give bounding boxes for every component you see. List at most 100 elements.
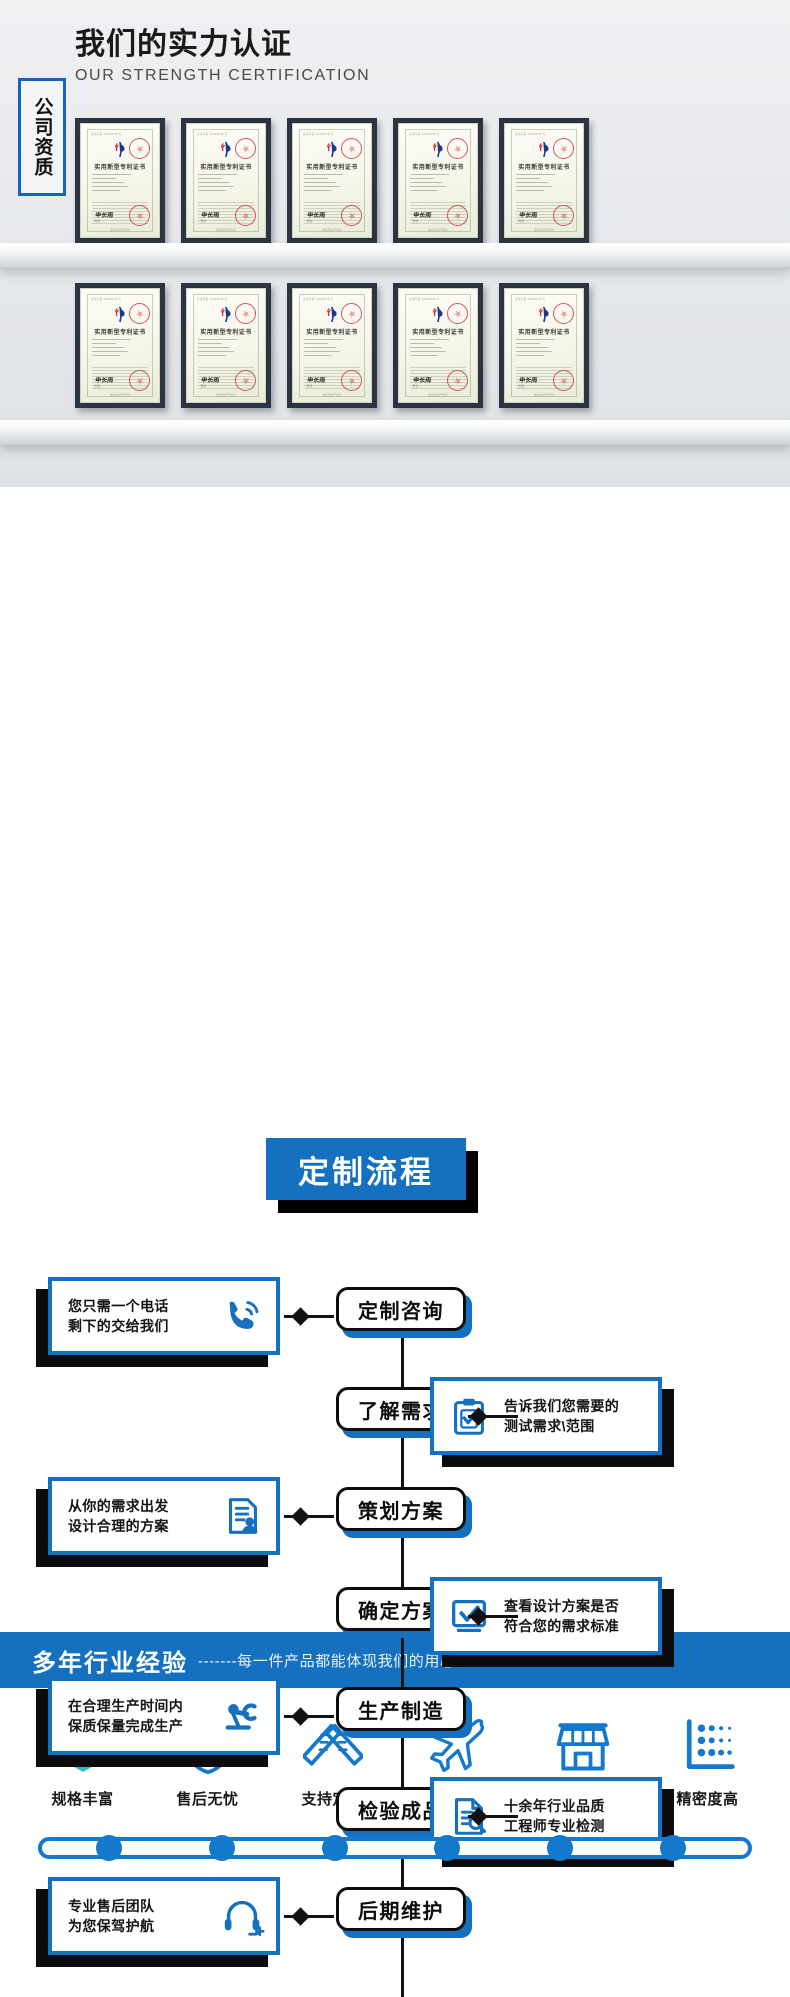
certificate-border-ornament — [405, 129, 471, 232]
certificate-field-lines — [516, 339, 572, 359]
process-step-label: 后期维护 — [358, 1900, 444, 1923]
process-connector — [468, 1815, 518, 1818]
certificate-field-lines — [410, 339, 466, 359]
certificate-title: 实用新型专利证书 — [94, 165, 146, 171]
process-card-line2: 设计合理的方案 — [68, 1518, 169, 1534]
process-card-document-person[interactable]: 从你的需求出发设计合理的方案 — [36, 1477, 280, 1567]
process-card-text: 查看设计方案是否符合您的需求标准 — [504, 1596, 619, 1637]
process-card-line2: 符合您的需求标准 — [504, 1618, 620, 1634]
certificate-seal-bottom — [553, 370, 574, 391]
certificate-signature: 申长雨局长 — [518, 212, 538, 223]
certificate-seal-bottom — [129, 370, 150, 391]
certificate-border-ornament — [299, 129, 365, 232]
certificate-paper: 证书号第 12345678 号实用新型专利证书申长雨局长国家知识产权局 — [186, 288, 266, 403]
certificate-seal-top — [553, 138, 574, 159]
certificate-row-bottom: 证书号第 12345678 号实用新型专利证书申长雨局长国家知识产权局证书号第 … — [75, 283, 589, 408]
certificate-field-lines — [198, 339, 254, 359]
certificate-frame: 证书号第 12345678 号实用新型专利证书申长雨局长国家知识产权局 — [181, 283, 271, 408]
certificate-header-note: 证书号第 12345678 号 — [409, 133, 440, 136]
certificate-border-ornament — [87, 294, 153, 397]
process-banner-title: 定制流程 — [298, 1154, 434, 1190]
process-step-5[interactable]: 生产制造 — [336, 1687, 472, 1738]
process-card-line2: 工程师专业检测 — [504, 1818, 605, 1834]
certificate-seal-bottom — [129, 205, 150, 226]
shelf-top — [0, 243, 790, 269]
certificate-footer: 国家知识产权局 — [216, 228, 236, 232]
certificate-signature: 申长雨局长 — [200, 377, 220, 388]
certificate-signature: 申长雨局长 — [412, 212, 432, 223]
timeline-dot-6 — [660, 1835, 686, 1861]
process-step-1[interactable]: 定制咨询 — [336, 1287, 472, 1338]
certificate-signature: 申长雨局长 — [200, 212, 220, 223]
certificate-signature-sub: 局长 — [412, 384, 419, 388]
crossed-rulers-icon — [278, 1714, 388, 1776]
process-card-text: 十余年行业品质工程师专业检测 — [504, 1796, 605, 1837]
process-card-headset-support[interactable]: 专业售后团队为您保驾护航 — [36, 1877, 280, 1967]
phone-call-icon — [220, 1293, 266, 1339]
certificate-seal-bottom — [235, 370, 256, 391]
headset-support-icon — [220, 1893, 266, 1939]
process-card-monitor-check[interactable]: 查看设计方案是否符合您的需求标准 — [430, 1577, 674, 1667]
certificate-field-lines — [410, 174, 466, 194]
certificate-seal-bottom — [553, 205, 574, 226]
certificate-paper: 证书号第 12345678 号实用新型专利证书申长雨局长国家知识产权局 — [504, 288, 584, 403]
process-card-line1: 告诉我们您需要的 — [504, 1397, 620, 1414]
process-card-clipboard-check[interactable]: 告诉我们您需要的测试需求\范围 — [430, 1377, 674, 1467]
process-step-7[interactable]: 后期维护 — [336, 1887, 472, 1938]
airplane-icon — [403, 1714, 513, 1776]
certification-title-en: OUR STRENGTH CERTIFICATION — [75, 66, 371, 84]
certificate-seal-bottom — [447, 370, 468, 391]
certificate-title: 实用新型专利证书 — [306, 330, 358, 336]
certificate-field-lines — [516, 174, 572, 194]
certificate-header-note: 证书号第 12345678 号 — [515, 298, 546, 301]
certificate-header-note: 证书号第 12345678 号 — [91, 133, 122, 136]
certificate-seal-top — [129, 138, 150, 159]
certificate-footer: 国家知识产权局 — [534, 228, 554, 232]
process-connector-diamond — [291, 1307, 310, 1326]
timeline-rail — [38, 1835, 752, 1861]
certificate-paper: 证书号第 12345678 号实用新型专利证书申长雨局长国家知识产权局 — [398, 288, 478, 403]
process-connector — [468, 1415, 518, 1418]
certification-title-cn: 我们的实力认证 — [75, 28, 292, 61]
timeline-dot-3 — [321, 1835, 348, 1861]
certificate-row-top: 证书号第 12345678 号实用新型专利证书申长雨局长国家知识产权局证书号第 … — [75, 118, 589, 243]
document-person-icon — [220, 1493, 266, 1539]
certificate-footer: 国家知识产权局 — [322, 393, 342, 397]
process-step-label: 了解需求 — [358, 1400, 444, 1423]
process-connector — [468, 1615, 518, 1618]
process-step-label: 检验成品 — [358, 1800, 444, 1823]
process-step-3[interactable]: 策划方案 — [336, 1487, 472, 1538]
feature-label: 规格丰富 — [51, 1791, 114, 1808]
feature-label: 精密度高 — [676, 1791, 739, 1808]
patent-office-logo-icon — [433, 306, 443, 323]
patent-office-logo-icon — [327, 306, 337, 323]
certificate-signature-sub: 局长 — [94, 219, 101, 223]
timeline-dot-2 — [208, 1835, 235, 1861]
certificate-border-ornament — [193, 294, 259, 397]
certificate-field-lines — [304, 174, 360, 194]
process-card-line2: 剩下的交给我们 — [68, 1318, 169, 1334]
certificate-footer: 国家知识产权局 — [110, 393, 130, 397]
certificate-frame: 证书号第 12345678 号实用新型专利证书申长雨局长国家知识产权局 — [287, 118, 377, 243]
certificate-footer: 国家知识产权局 — [534, 393, 554, 397]
certificate-border-ornament — [405, 294, 471, 397]
patent-office-logo-icon — [115, 141, 125, 158]
certificate-seal-top — [129, 303, 150, 324]
process-step-label: 策划方案 — [358, 1500, 444, 1523]
certificate-signature: 申长雨局长 — [412, 377, 432, 388]
certificate-paper: 证书号第 12345678 号实用新型专利证书申长雨局长国家知识产权局 — [80, 288, 160, 403]
process-card-line2: 为您保驾护航 — [68, 1918, 155, 1934]
experience-headline: 多年行业经验 — [32, 1649, 188, 1677]
process-card-line1: 十余年行业品质 — [504, 1797, 605, 1814]
certificate-title: 实用新型专利证书 — [412, 165, 464, 171]
process-step-label: 生产制造 — [358, 1700, 444, 1723]
certificate-signature: 申长雨局长 — [306, 212, 326, 223]
process-card-robot-arm[interactable]: 在合理生产时间内保质保量完成生产 — [36, 1677, 280, 1767]
certificate-frame: 证书号第 12345678 号实用新型专利证书申长雨局长国家知识产权局 — [181, 118, 271, 243]
process-card-line1: 查看设计方案是否 — [504, 1597, 620, 1614]
certificate-paper: 证书号第 12345678 号实用新型专利证书申长雨局长国家知识产权局 — [186, 123, 266, 238]
certificate-field-lines — [92, 174, 148, 194]
process-card-phone-call[interactable]: 您只需一个电话剩下的交给我们 — [36, 1277, 280, 1367]
process-banner: 定制流程 — [266, 1138, 478, 1213]
certificate-signature-sub: 局长 — [306, 219, 313, 223]
